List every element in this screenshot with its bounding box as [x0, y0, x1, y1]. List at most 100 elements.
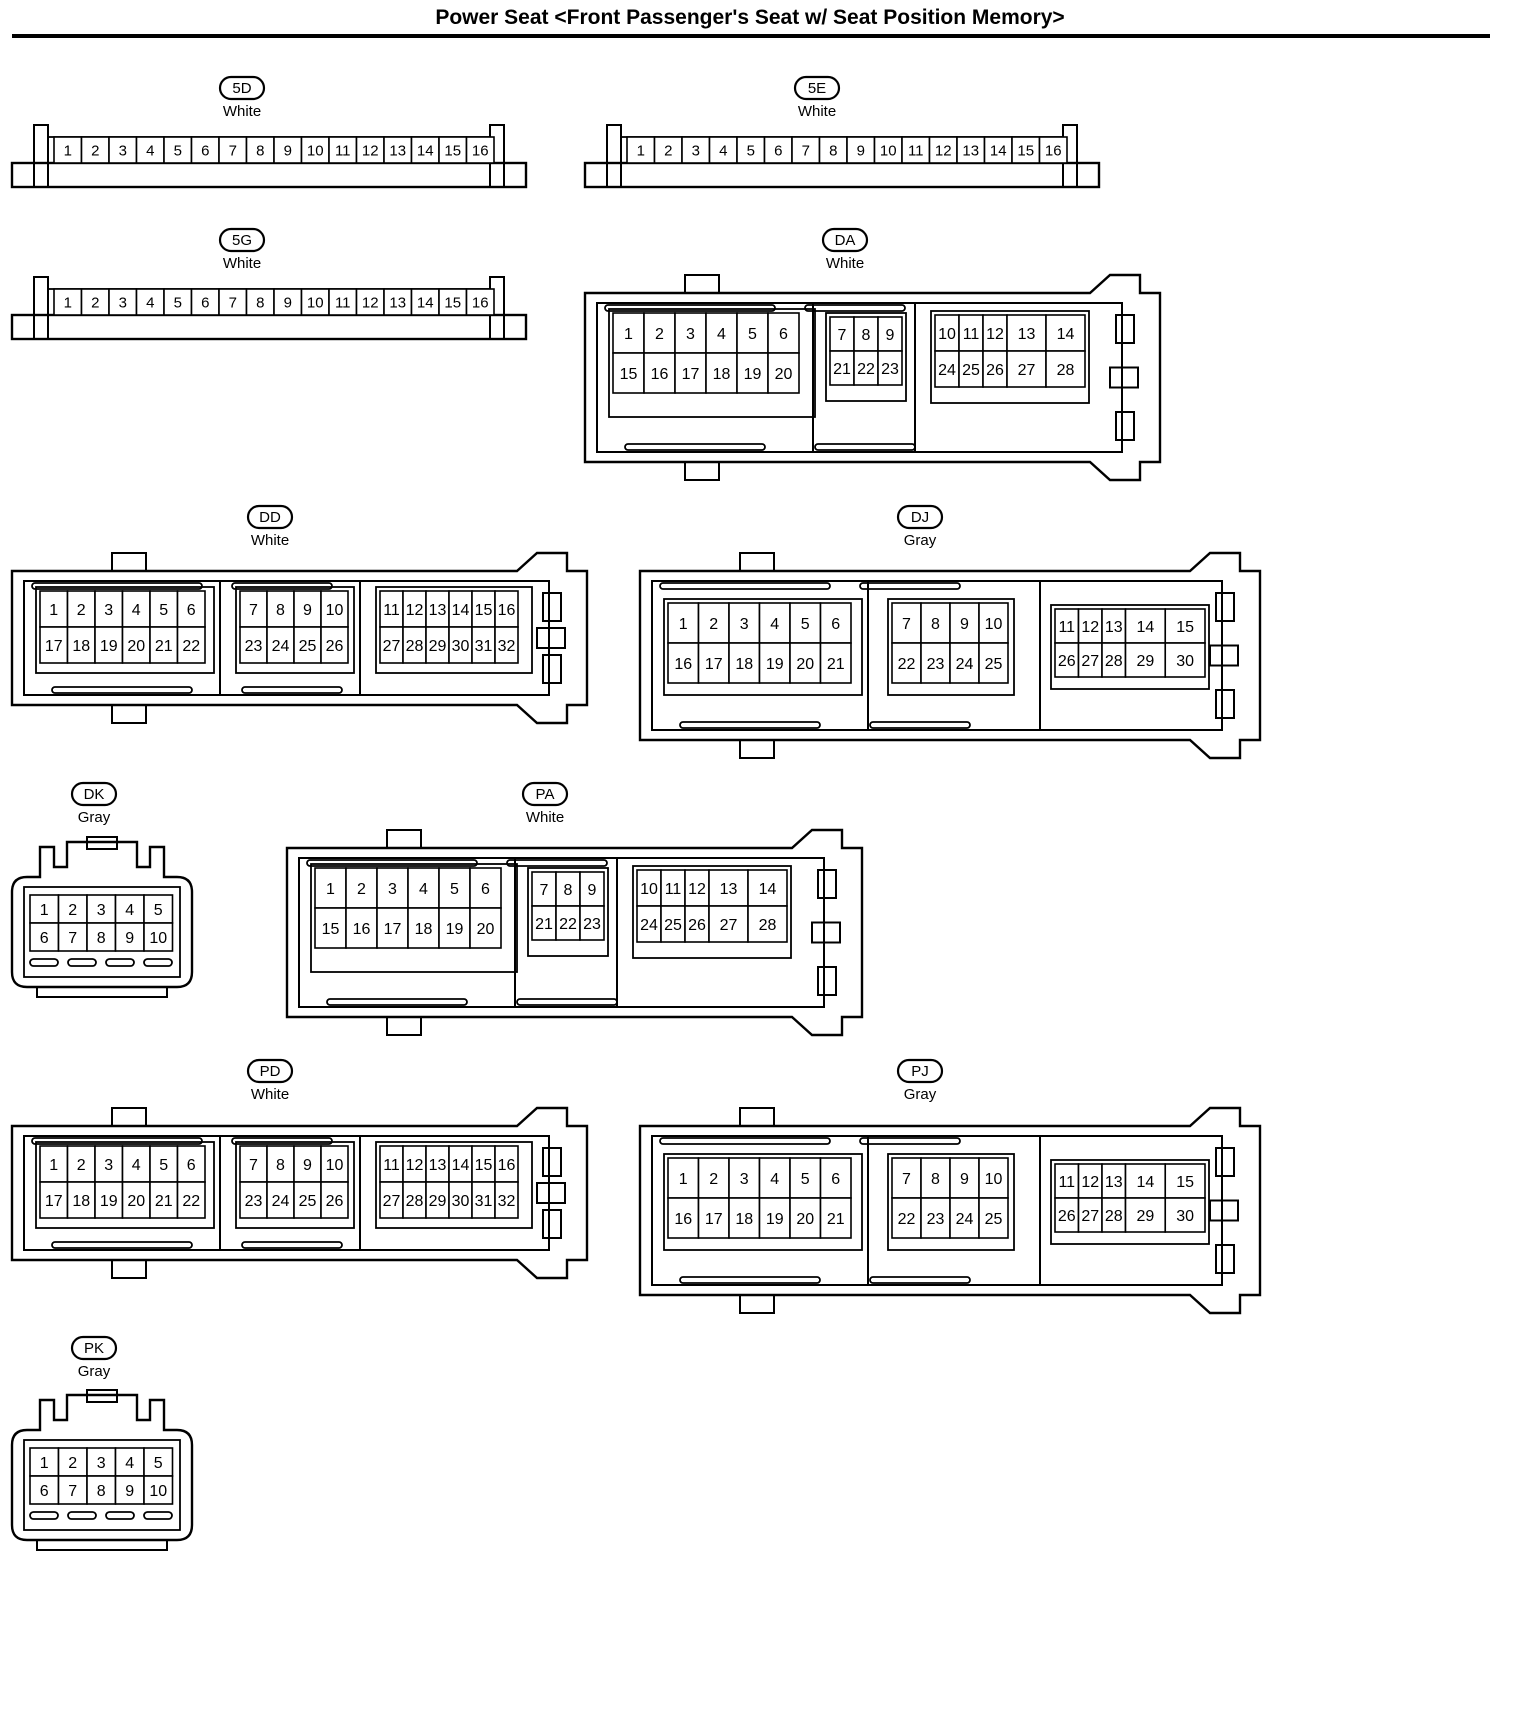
pin-number: 12: [688, 881, 706, 898]
latch-slot: [306, 859, 478, 867]
pin-cell: [149, 1181, 179, 1219]
pin-number: 14: [417, 142, 434, 159]
inner-housing: [23, 1439, 181, 1531]
pin-cell: [86, 1475, 117, 1505]
pin-number: 7: [68, 930, 77, 947]
pin-number: 11: [335, 294, 351, 311]
pin-block-frame: [375, 586, 533, 674]
connector-label: PA White: [521, 781, 569, 826]
connector-id-badge: [793, 75, 841, 101]
connector-housing: [583, 273, 1162, 482]
pin-cell: [149, 626, 179, 664]
pin-number: 13: [1105, 1174, 1123, 1191]
lock-block: [1109, 366, 1139, 389]
pin-number: 4: [770, 616, 779, 633]
pin-cell: [934, 314, 960, 352]
connector-id: PA: [536, 786, 555, 803]
pin-number: 14: [452, 602, 470, 619]
lock-block: [1115, 411, 1135, 441]
pin-number: 18: [415, 921, 433, 938]
pin-cell: [1124, 642, 1167, 678]
latch-slot: [231, 582, 333, 590]
pin-number: 6: [40, 1483, 49, 1500]
pin-number: 4: [717, 326, 726, 343]
pin-cell: [819, 602, 852, 644]
latch-slot: [679, 721, 821, 729]
pin-number: 18: [72, 1193, 90, 1210]
connector-id-badge: [246, 504, 294, 530]
pin-number: 20: [775, 366, 793, 383]
pin-number: 29: [429, 638, 447, 655]
pin-number: 7: [229, 142, 237, 159]
pin-number: 6: [40, 930, 49, 947]
pin-number: 13: [389, 294, 406, 311]
connector-id: DA: [835, 232, 856, 249]
pin-number: 1: [624, 326, 633, 343]
pin-number: 25: [985, 1211, 1003, 1228]
pin-number: 24: [272, 638, 290, 655]
pin-cell: [94, 626, 124, 664]
pin-number: 30: [452, 638, 470, 655]
pin-number: 16: [498, 1157, 516, 1174]
pin-number: 11: [908, 142, 924, 159]
pin-number: 16: [498, 602, 516, 619]
pin-number: 5: [747, 142, 755, 159]
pin-number: 10: [307, 294, 324, 311]
pin-cell: [636, 905, 662, 943]
housing-latch: [86, 836, 118, 850]
strip-base: [583, 161, 1101, 189]
connector-id: DK: [84, 786, 105, 803]
pin-cell: [149, 1145, 179, 1183]
pin-number: 1: [326, 881, 335, 898]
pin-number: 29: [1136, 653, 1154, 670]
pin-number: 6: [201, 142, 209, 159]
pin-number: 26: [1058, 1208, 1076, 1225]
pin-cell: [57, 894, 88, 924]
pin-number: 7: [68, 1483, 77, 1500]
housing-tab: [739, 1107, 775, 1127]
pin-number: 23: [245, 1193, 263, 1210]
pin-cell: [978, 642, 1009, 684]
pin-number: 25: [985, 656, 1003, 673]
pin-number: 4: [770, 1171, 779, 1188]
pin-cell: [747, 869, 788, 907]
pin-cell: [626, 136, 656, 164]
pin-number: 18: [713, 366, 731, 383]
pin-cell: [29, 1475, 60, 1505]
pin-cell: [763, 136, 793, 164]
pin-cell: [410, 288, 440, 316]
latch-slot: [29, 958, 59, 967]
latch-slot: [859, 582, 961, 590]
connector-housing: [285, 828, 864, 1037]
connector-color: White: [798, 103, 836, 120]
pin-number: 20: [796, 656, 814, 673]
pin-cell: [982, 350, 1008, 388]
pin-number: 32: [498, 638, 516, 655]
latch-slot: [604, 304, 776, 312]
pin-cell: [579, 905, 605, 941]
connector-color: White: [526, 809, 564, 826]
pin-cell: [747, 905, 788, 943]
pin-block-frame: [887, 1153, 1015, 1251]
pin-number: 29: [1136, 1208, 1154, 1225]
pin-cell: [789, 1157, 822, 1199]
connector-id: 5D: [232, 80, 251, 97]
pin-cell: [1045, 314, 1086, 352]
housing-tab: [386, 829, 422, 849]
pin-number: 25: [664, 917, 682, 934]
pin-number: 18: [735, 656, 753, 673]
pin-cell: [80, 136, 110, 164]
pin-cell: [66, 626, 96, 664]
pin-number: 9: [284, 142, 292, 159]
pin-number: 2: [68, 1455, 77, 1472]
connector-id-badge: [896, 504, 944, 530]
pin-number: 25: [299, 1193, 317, 1210]
housing-tab: [111, 1107, 147, 1127]
